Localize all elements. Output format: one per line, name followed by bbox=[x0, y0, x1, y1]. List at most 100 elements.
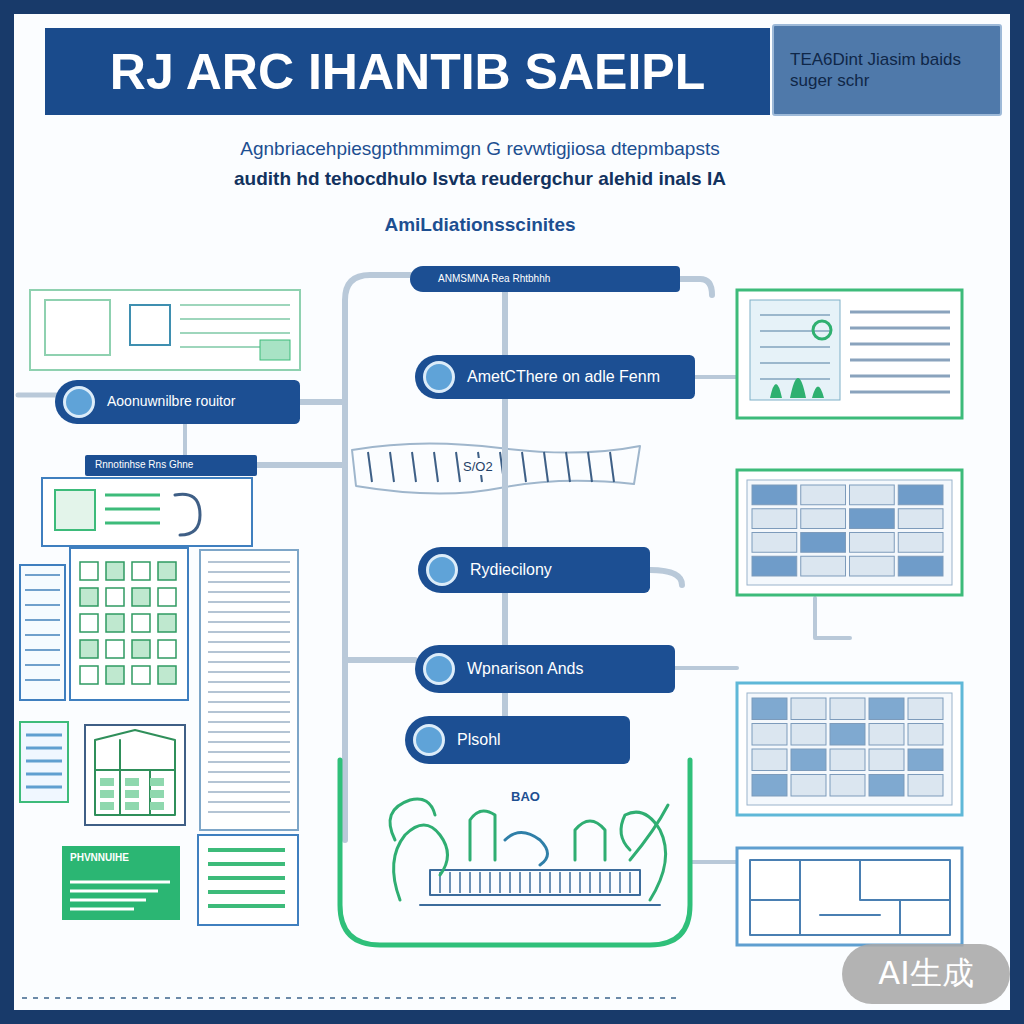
bottom-rule bbox=[275, 997, 280, 999]
screen-mockup bbox=[737, 290, 962, 418]
table-cell bbox=[869, 724, 904, 746]
text-line bbox=[208, 611, 290, 613]
text-line bbox=[208, 801, 290, 803]
doc-sheet bbox=[42, 478, 252, 546]
pill-icon bbox=[423, 653, 455, 685]
text-line bbox=[180, 304, 290, 306]
node-text: ANMSMNA Rea Rhtbhhh bbox=[438, 273, 550, 286]
bottom-rule bbox=[605, 997, 610, 999]
building-sketch bbox=[390, 799, 668, 905]
text-line bbox=[208, 571, 290, 573]
doc-block bbox=[45, 300, 110, 355]
bottom-rule bbox=[66, 997, 71, 999]
chart-panel bbox=[750, 300, 840, 400]
plan-room bbox=[158, 614, 176, 632]
plan-room bbox=[132, 640, 150, 658]
table-cell bbox=[791, 698, 826, 720]
plan-room bbox=[106, 640, 124, 658]
text-line bbox=[208, 631, 290, 633]
doc-sheet bbox=[200, 550, 298, 830]
text-line bbox=[208, 781, 290, 783]
building-hatch bbox=[469, 872, 471, 893]
wire-line bbox=[300, 399, 345, 405]
spine-connector bbox=[502, 399, 508, 547]
bottom-rule bbox=[231, 997, 236, 999]
bottom-rule bbox=[495, 997, 500, 999]
doc-block bbox=[55, 490, 95, 530]
plan-room bbox=[80, 666, 98, 684]
text-line bbox=[208, 681, 290, 683]
bottom-rule bbox=[44, 997, 49, 999]
building-hatch bbox=[609, 872, 611, 893]
table-cell bbox=[801, 556, 846, 576]
bottom-rule bbox=[319, 997, 324, 999]
text-line bbox=[208, 731, 290, 733]
text-line bbox=[180, 318, 290, 320]
text-line bbox=[208, 691, 290, 693]
bottom-rule bbox=[660, 997, 665, 999]
step-bar: Rnnotinhse Rns Ghne bbox=[85, 455, 257, 476]
bottom-rule bbox=[132, 997, 137, 999]
bottom-rule bbox=[154, 997, 159, 999]
table-cell bbox=[898, 533, 943, 553]
screen-mockup bbox=[737, 470, 962, 595]
wire-line bbox=[345, 657, 415, 663]
bottom-rule bbox=[418, 997, 423, 999]
bottom-rule bbox=[627, 997, 632, 999]
text-line bbox=[25, 649, 60, 651]
sketch-label: BAO bbox=[508, 788, 543, 805]
plan-room bbox=[125, 790, 139, 798]
ruler-tick bbox=[588, 452, 592, 482]
bottom-rule bbox=[55, 997, 60, 999]
plan-room bbox=[158, 666, 176, 684]
text-line bbox=[850, 375, 950, 378]
building-hatch bbox=[559, 872, 561, 893]
plan-sheet bbox=[85, 725, 185, 825]
node-text: Rnnotinhse Rns Ghne bbox=[95, 459, 193, 472]
bottom-rule bbox=[99, 997, 104, 999]
bottom-rule bbox=[385, 997, 390, 999]
wire-group bbox=[18, 275, 850, 945]
ruler-tick bbox=[390, 452, 394, 482]
subtitle-line: Agnbriacehpiesgpthmmimgn G revwtigjiosa … bbox=[90, 138, 870, 160]
plan-room bbox=[158, 588, 176, 606]
bottom-rule bbox=[308, 997, 313, 999]
table-cell bbox=[869, 749, 904, 771]
plan-room bbox=[150, 790, 164, 798]
ruler-tick bbox=[566, 452, 570, 482]
text-line bbox=[25, 589, 60, 591]
doc-sheet bbox=[20, 565, 65, 700]
text-line bbox=[105, 522, 160, 525]
table-cell bbox=[908, 749, 943, 771]
bottom-rule bbox=[242, 997, 247, 999]
ruler-tick bbox=[368, 452, 372, 482]
text-line bbox=[208, 771, 290, 773]
building-hatch bbox=[629, 872, 631, 893]
text-line bbox=[208, 890, 285, 894]
text-line bbox=[208, 621, 290, 623]
doc-block bbox=[260, 340, 290, 360]
text-line bbox=[25, 664, 60, 666]
table-cell bbox=[801, 533, 846, 553]
bottom-rule bbox=[484, 997, 489, 999]
bottom-rule bbox=[286, 997, 291, 999]
text-line bbox=[208, 791, 290, 793]
plan-room bbox=[80, 614, 98, 632]
text-line bbox=[208, 581, 290, 583]
text-line bbox=[180, 332, 290, 334]
plan-room bbox=[132, 562, 150, 580]
arch-curve bbox=[630, 805, 668, 860]
building-hatch bbox=[509, 872, 511, 893]
plan-room bbox=[100, 778, 114, 786]
plan-room bbox=[106, 588, 124, 606]
arch-curve bbox=[390, 799, 435, 840]
subtitle-line: audith hd tehocdhulo Isvta reudergchur a… bbox=[90, 168, 870, 190]
plan-room bbox=[158, 640, 176, 658]
step-pill: ANMSMNA Rea Rhtbhhh bbox=[410, 266, 680, 292]
pill-icon bbox=[63, 386, 95, 418]
table-cell bbox=[752, 775, 787, 797]
plan-wall bbox=[95, 730, 175, 815]
table-cell bbox=[752, 509, 797, 529]
bottom-rule bbox=[253, 997, 258, 999]
